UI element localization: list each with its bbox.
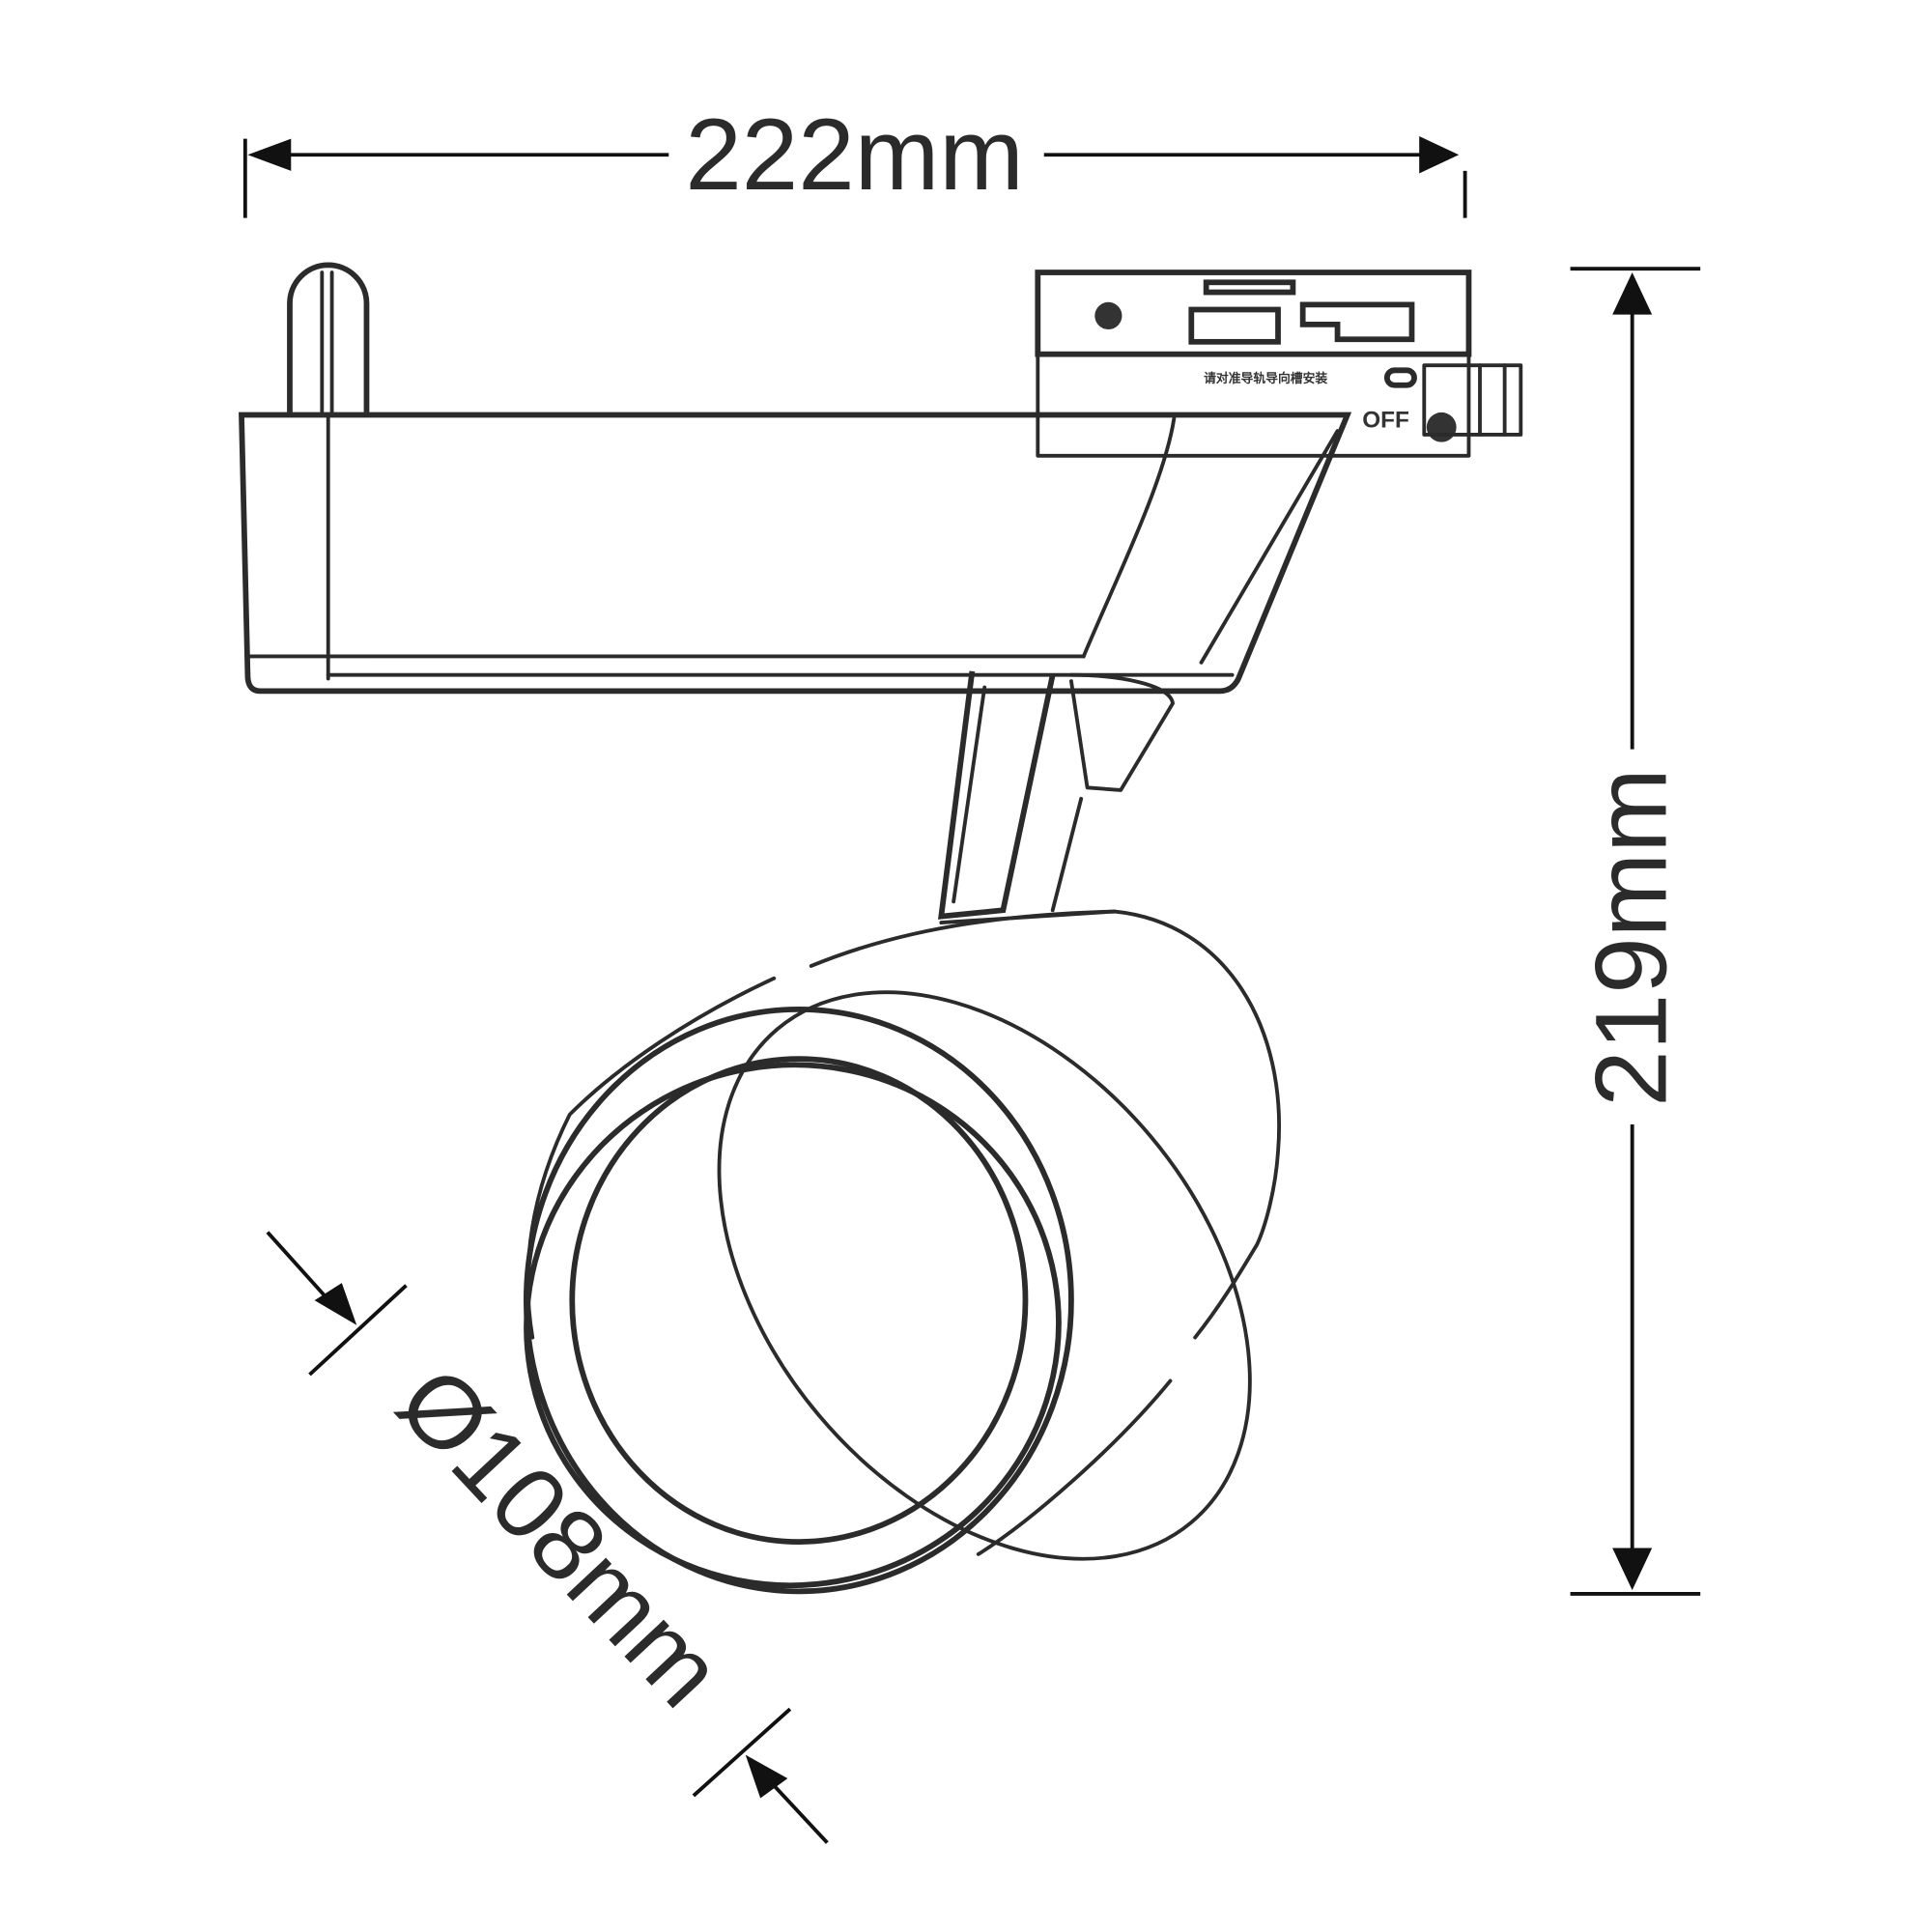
instruction-text: 请对准导轨导向槽安装: [1204, 371, 1327, 386]
arrow-down-icon: [1612, 1548, 1653, 1591]
width-label: 222mm: [685, 99, 1023, 212]
arrow-diagonal-in-icon: [314, 1283, 357, 1325]
switch-knob-icon[interactable]: [1426, 412, 1457, 442]
indicator-slot: [1383, 367, 1417, 388]
height-label: 219mm: [1575, 768, 1688, 1106]
arm: [938, 670, 1175, 925]
arrow-diagonal-in-icon: [745, 1754, 788, 1799]
lens: [569, 1056, 1029, 1545]
arrow-left-icon: [247, 138, 292, 171]
track-adapter: 请对准导轨导向槽安装 OFF: [239, 262, 1523, 695]
diameter-label: Ø108mm: [377, 1346, 744, 1728]
height-dimension: 219mm: [1570, 267, 1701, 1596]
width-dimension: 222mm: [242, 99, 1467, 218]
lamp-head: [523, 909, 1281, 1595]
arrow-right-icon: [1419, 136, 1460, 174]
diameter-dimension: Ø108mm: [266, 1231, 829, 1844]
arrow-up-icon: [1612, 272, 1653, 315]
switch-label: OFF: [1362, 407, 1409, 433]
